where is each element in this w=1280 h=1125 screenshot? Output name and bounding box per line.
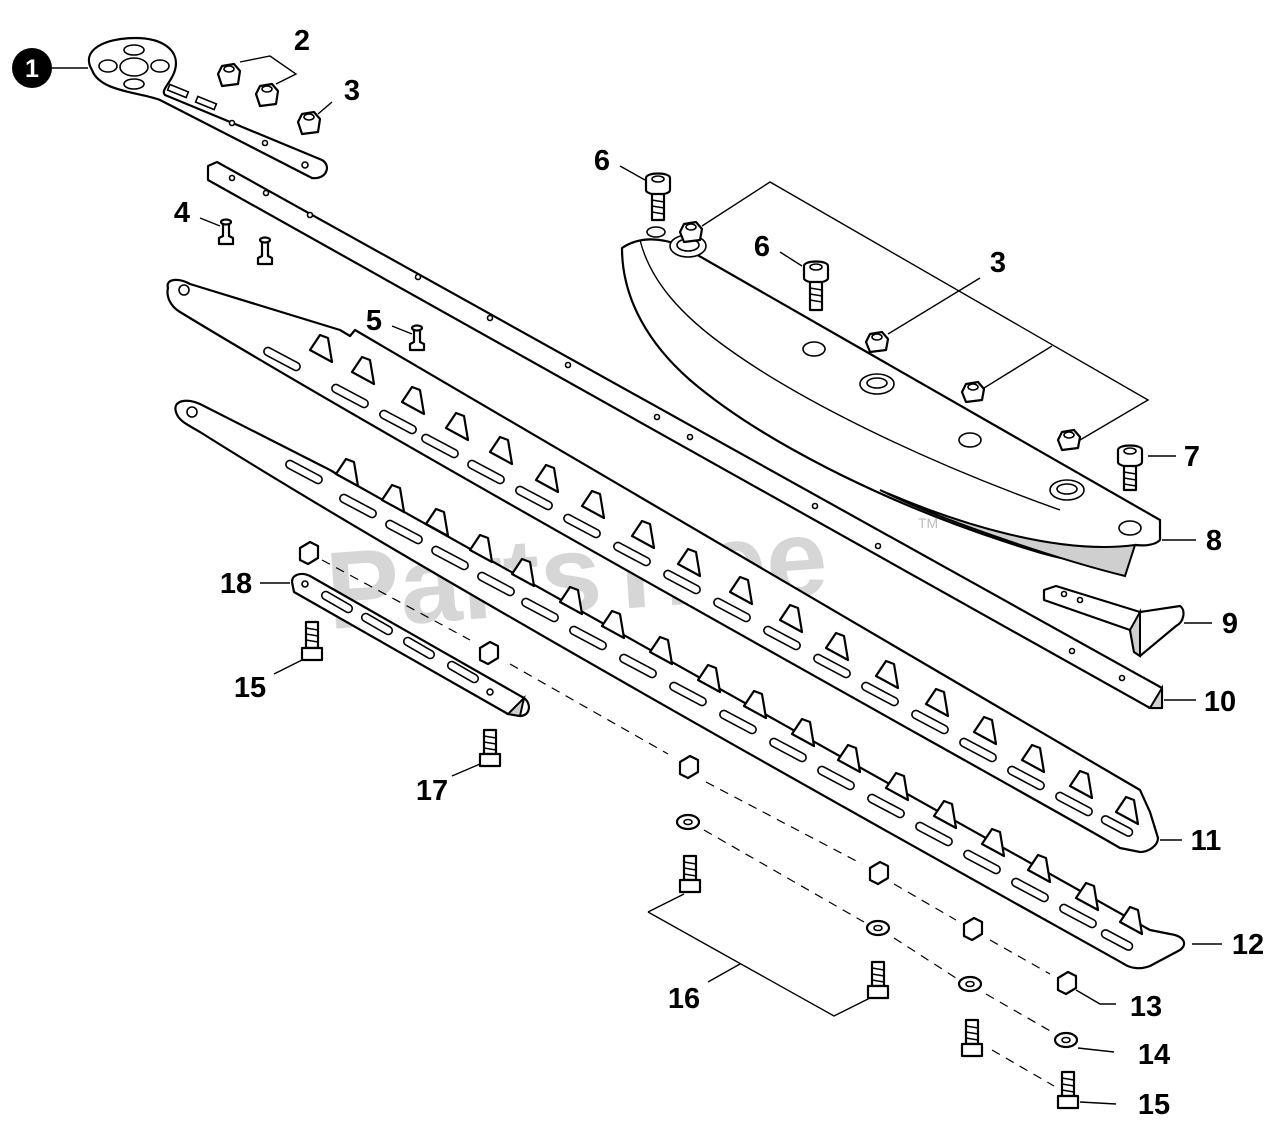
part-7-bolt[interactable] bbox=[1116, 444, 1144, 492]
part-2-nuts[interactable] bbox=[216, 62, 280, 108]
part-15-bolt-left[interactable] bbox=[300, 620, 324, 662]
callout-7: 7 bbox=[1184, 441, 1200, 473]
callout-2: 2 bbox=[294, 25, 310, 57]
callout-labels: 1 2 3 4 5 6 6 3 7 8 9 10 11 12 13 14 15 … bbox=[12, 25, 1264, 1121]
assembly-dashed-lines bbox=[321, 559, 1055, 1087]
callout-14: 14 bbox=[1138, 1039, 1170, 1071]
part-11-upper-blade[interactable] bbox=[166, 278, 1160, 854]
part-9-end-plate[interactable] bbox=[1042, 584, 1185, 658]
part-8-blade-cover[interactable] bbox=[620, 226, 1162, 578]
callout-1: 1 bbox=[25, 55, 39, 83]
callout-9: 9 bbox=[1222, 608, 1238, 640]
callout-3-right: 3 bbox=[990, 247, 1006, 279]
callout-6-mid: 6 bbox=[754, 231, 770, 263]
part-17-bolt[interactable] bbox=[478, 728, 502, 768]
callout-5: 5 bbox=[366, 305, 382, 337]
callout-16: 16 bbox=[668, 983, 700, 1015]
part-5-screw[interactable] bbox=[408, 324, 426, 352]
watermark-trademark: TM bbox=[918, 515, 938, 531]
callout-6-top: 6 bbox=[594, 145, 610, 177]
callout-4: 4 bbox=[174, 197, 190, 229]
callout-15-left: 15 bbox=[234, 672, 266, 704]
part-12-lower-blade[interactable] bbox=[174, 399, 1186, 970]
part-14-washers[interactable] bbox=[675, 813, 1079, 1049]
part-15-bolts-right[interactable] bbox=[960, 1018, 1080, 1110]
callout-11: 11 bbox=[1191, 825, 1222, 857]
callout-13: 13 bbox=[1130, 991, 1162, 1023]
callout-3-left: 3 bbox=[344, 75, 360, 107]
callout-17: 17 bbox=[416, 775, 448, 807]
part-13-square-nuts[interactable] bbox=[298, 540, 1078, 996]
leader-lines bbox=[52, 55, 1222, 1105]
callout-10: 10 bbox=[1204, 686, 1236, 718]
part-3-nut-left[interactable] bbox=[296, 110, 322, 136]
callout-8: 8 bbox=[1206, 525, 1222, 557]
callout-12: 12 bbox=[1232, 929, 1264, 961]
callout-15-right: 15 bbox=[1138, 1089, 1170, 1121]
callout-18: 18 bbox=[220, 568, 252, 600]
part-18-slotted-plate[interactable] bbox=[290, 572, 530, 718]
callout-badge-1 bbox=[12, 48, 52, 88]
part-3-nuts-cover[interactable] bbox=[678, 220, 1082, 452]
part-1-guide-plate[interactable] bbox=[87, 36, 329, 180]
part-4-screws[interactable] bbox=[217, 218, 274, 266]
part-16-bolts[interactable] bbox=[678, 854, 890, 1000]
part-6-bolts[interactable] bbox=[644, 172, 830, 312]
part-10-spacer-bar[interactable] bbox=[206, 160, 1164, 710]
